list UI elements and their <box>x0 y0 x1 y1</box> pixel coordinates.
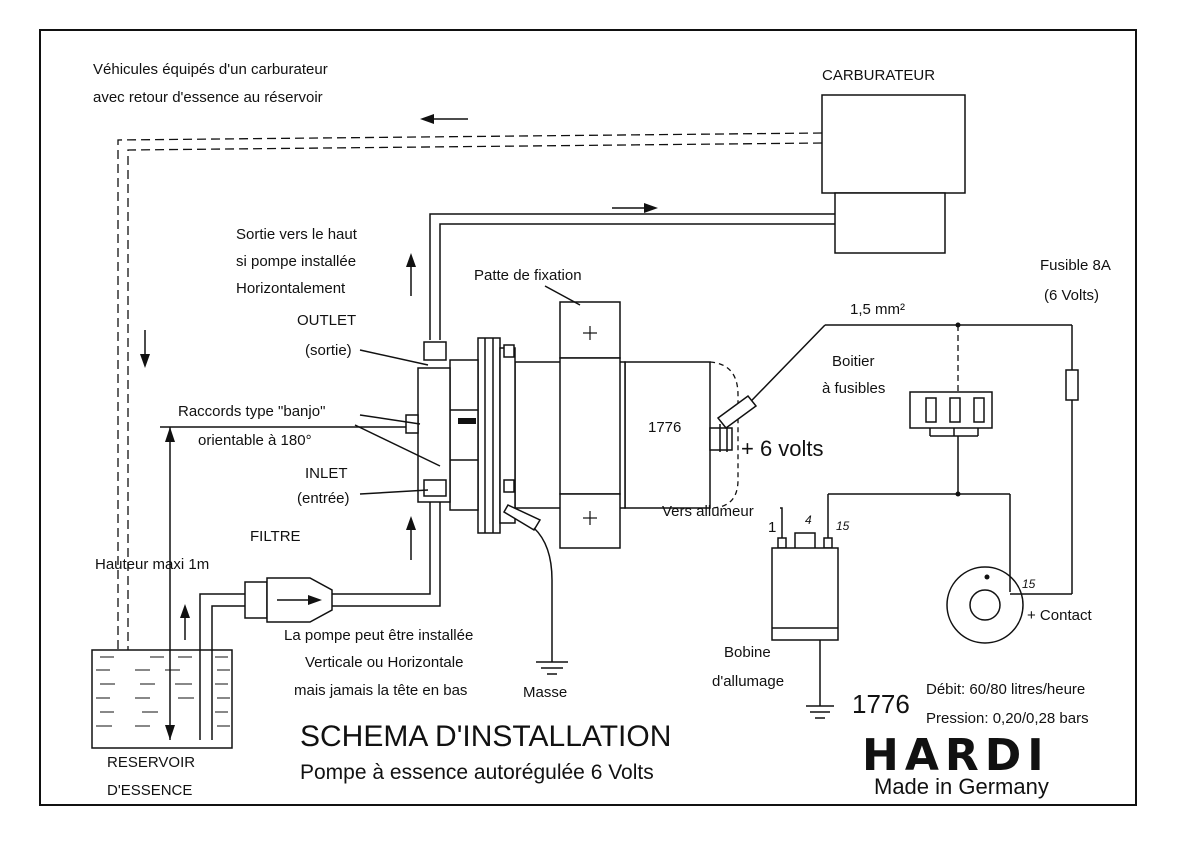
coil-terminal-4: 4 <box>805 513 812 527</box>
outlet-pipe <box>429 213 835 340</box>
carburetor <box>821 94 966 254</box>
return-line-label-1: Véhicules équipés d'un carburateur <box>93 61 328 78</box>
flow-arrows <box>140 114 658 640</box>
wire-section-label: 1,5 mm² <box>850 301 905 318</box>
inlet-pipe <box>199 495 441 740</box>
ignition-coil <box>771 532 839 719</box>
leader-lines <box>354 285 581 495</box>
coil-terminal-1: 1 <box>768 519 776 536</box>
pump-model-label: 1776 <box>648 419 681 436</box>
ground-label: Masse <box>523 684 567 701</box>
outlet-up-label-2: si pompe installée <box>236 253 356 270</box>
outlet-up-label-3: Horizontalement <box>236 280 346 297</box>
filter-label: FILTRE <box>250 528 301 545</box>
diagram-subtitle: Pompe à essence autorégulée 6 Volts <box>300 761 654 784</box>
brand-logo: HARDI <box>862 730 1050 781</box>
coil-terminal-15: 15 <box>836 519 850 533</box>
fuse-box-label-2: à fusibles <box>822 380 885 397</box>
mounting-label-3: mais jamais la tête en bas <box>294 682 467 699</box>
ignition-terminal-15: 15 <box>1022 577 1036 591</box>
mounting-label-2: Verticale ou Horizontale <box>305 654 463 671</box>
fuse-box <box>909 322 993 497</box>
tank-label-1: RESERVOIR <box>107 754 195 771</box>
made-in-label: Made in Germany <box>874 774 1049 799</box>
banjo-label-2: orientable à 180° <box>198 432 312 449</box>
fuel-pump <box>405 301 739 549</box>
return-line <box>117 132 823 650</box>
contact-label: + Contact <box>1027 607 1092 624</box>
inlet-label: INLET <box>305 465 348 482</box>
outlet-up-label-1: Sortie vers le haut <box>236 226 358 243</box>
return-line-label-2: avec retour d'essence au réservoir <box>93 89 323 106</box>
ignition-switch <box>946 566 1024 644</box>
coil-wiring <box>780 493 1011 592</box>
footer-model-number: 1776 <box>852 689 910 719</box>
tank-label-2: D'ESSENCE <box>107 782 192 799</box>
max-height-label: Hauteur maxi 1m <box>95 556 209 573</box>
plus-volts-label: + 6 volts <box>741 436 824 461</box>
bracket-screws <box>583 326 597 525</box>
mounting-label-1: La pompe peut être installée <box>284 627 473 644</box>
power-wire <box>716 324 1079 595</box>
carburetor-label: CARBURATEUR <box>822 67 935 84</box>
bracket-label: Patte de fixation <box>474 267 582 284</box>
height-dimension <box>160 426 412 740</box>
fuse-label-2: (6 Volts) <box>1044 287 1099 304</box>
fuse-label-1: Fusible 8A <box>1040 257 1111 274</box>
to-distributor-label: Vers allumeur <box>662 503 754 520</box>
outlet-label: OUTLET <box>297 312 356 329</box>
banjo-label-1: Raccords type "banjo" <box>178 403 325 420</box>
coil-label-1: Bobine <box>724 644 771 661</box>
inlet-sub-label: (entrée) <box>297 490 350 507</box>
flow-rate-label: Débit: 60/80 litres/heure <box>926 681 1085 698</box>
coil-label-2: d'allumage <box>712 673 784 690</box>
fuse-box-label-1: Boitier <box>832 353 875 370</box>
pressure-label: Pression: 0,20/0,28 bars <box>926 710 1089 727</box>
fuse-8a <box>1065 369 1079 401</box>
diagram-title: SCHEMA D'INSTALLATION <box>300 720 671 753</box>
pump-ground-wire <box>533 527 568 675</box>
diagram-frame <box>39 29 1137 806</box>
outlet-sub-label: (sortie) <box>305 342 352 359</box>
fuel-tank <box>91 649 233 749</box>
